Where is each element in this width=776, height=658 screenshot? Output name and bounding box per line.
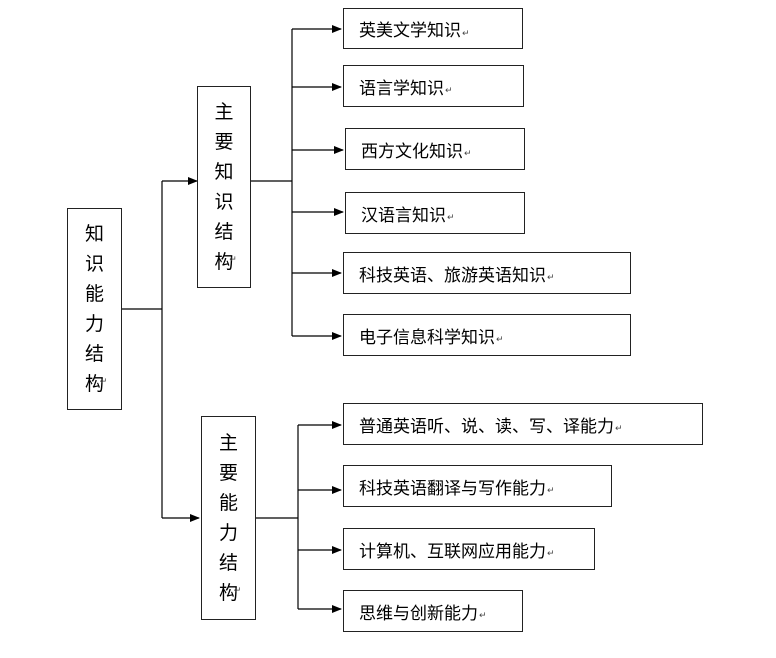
knowledge-structure-label-char: 要 (214, 131, 234, 153)
knowledge-item-1: 英美文学知识↵ (343, 8, 523, 49)
knowledge-structure-label-char: 知 (214, 161, 234, 183)
knowledge-structure-label-char: 识 (214, 191, 234, 213)
ability-item-label: 科技英语翻译与写作能力 (359, 478, 546, 499)
ability-structure-label-char: 构 (218, 582, 238, 604)
ability-item-3: 计算机、互联网应用能力↵ (343, 528, 595, 570)
ability-item-label: 计算机、互联网应用能力 (359, 541, 546, 562)
knowledge-structure-label-char: 结 (214, 221, 234, 243)
paragraph-mark: ↵ (547, 273, 555, 283)
paragraph-mark: ↵ (445, 86, 453, 96)
knowledge-item-label: 科技英语、旅游英语知识 (359, 265, 546, 286)
knowledge-structure-node: 主要知识结构↵ (197, 86, 251, 288)
ability-item-4: 思维与创新能力↵ (343, 590, 523, 632)
knowledge-item-label: 语言学知识 (359, 78, 444, 99)
paragraph-mark: ↵ (464, 149, 472, 159)
root-label-char: 知 (84, 223, 104, 245)
ability-structure-label-char: 能 (218, 492, 238, 514)
root-node: 知识能力结构↵ (67, 208, 122, 410)
knowledge-item-label: 汉语言知识 (361, 205, 446, 226)
ability-item-2: 科技英语翻译与写作能力↵ (343, 465, 612, 507)
root-label-char: 结 (84, 343, 104, 365)
knowledge-item-6: 电子信息科学知识↵ (343, 314, 631, 356)
knowledge-item-label: 电子信息科学知识 (359, 327, 495, 348)
ability-structure-label-char: 结 (218, 552, 238, 574)
paragraph-mark: ↵ (479, 611, 487, 621)
knowledge-item-label: 西方文化知识 (361, 141, 463, 162)
knowledge-structure-label-char: 构 (214, 251, 234, 273)
ability-structure-label-char: 主 (218, 432, 238, 454)
root-label-char: 识 (84, 253, 104, 275)
knowledge-structure-label-char: 主 (214, 101, 234, 123)
knowledge-item-5: 科技英语、旅游英语知识↵ (343, 252, 631, 294)
knowledge-item-4: 汉语言知识↵ (345, 192, 525, 234)
paragraph-mark: ↵ (496, 335, 504, 345)
root-label-char: 能 (84, 283, 104, 305)
knowledge-item-label: 英美文学知识 (359, 21, 461, 41)
ability-item-label: 思维与创新能力 (359, 603, 478, 624)
paragraph-mark: ↵ (547, 486, 555, 496)
knowledge-item-3: 西方文化知识↵ (345, 128, 525, 170)
ability-structure-label-char: 力 (218, 522, 238, 544)
paragraph-mark: ↵ (615, 424, 623, 434)
ability-structure-label-char: 要 (218, 462, 238, 484)
ability-item-label: 普通英语听、说、读、写、译能力 (359, 416, 614, 437)
root-label-char: 构 (84, 373, 104, 395)
ability-item-1: 普通英语听、说、读、写、译能力↵ (343, 403, 703, 445)
paragraph-mark: ↵ (547, 549, 555, 559)
paragraph-mark: ↵ (462, 28, 470, 39)
paragraph-mark: ↵ (447, 213, 455, 223)
ability-structure-node: 主要能力结构↵ (201, 416, 256, 620)
root-label-char: 力 (84, 313, 104, 335)
knowledge-item-2: 语言学知识↵ (343, 65, 524, 107)
